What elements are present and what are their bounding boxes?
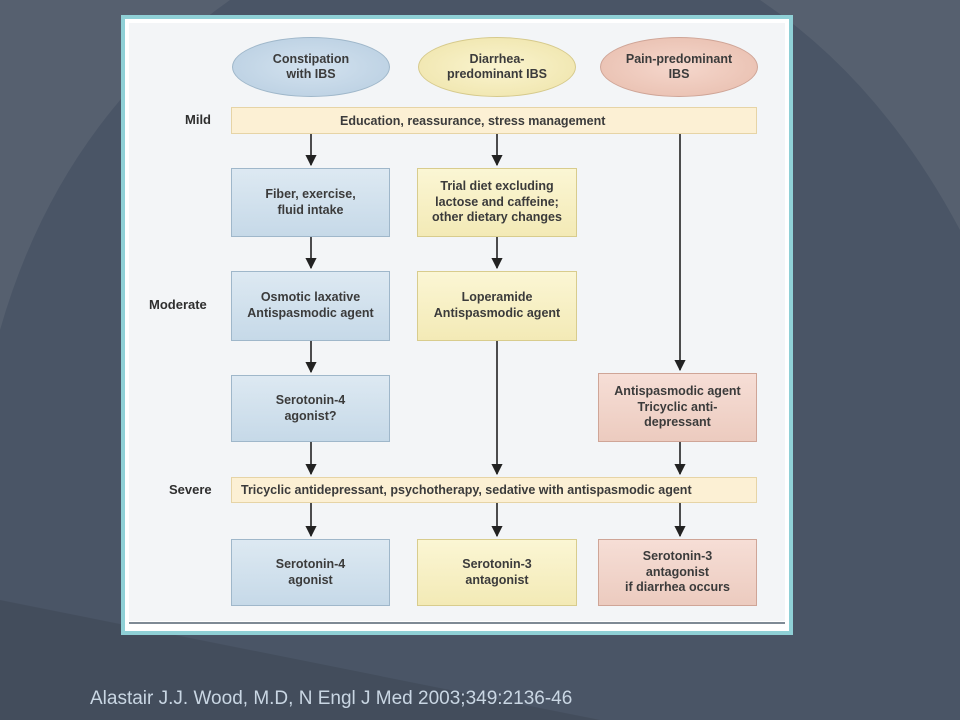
- box-antispas-line2: Tricyclic anti-: [637, 399, 718, 414]
- column-constipation-line2: with IBS: [286, 67, 336, 81]
- column-pain-line2: IBS: [668, 67, 690, 81]
- column-constipation-line1: Constipation: [272, 52, 350, 66]
- band-mild-text: Education, reassurance, stress managemen…: [340, 113, 606, 128]
- column-diarrhea-line2: predominant IBS: [446, 67, 547, 81]
- box-serotonin3if-line1: Serotonin-3: [642, 549, 713, 564]
- box-antispas-line3: depressant: [644, 415, 711, 430]
- box-serotonin3if-line2: antagonist: [645, 564, 710, 579]
- box-fiber-line2: fluid intake: [277, 202, 344, 217]
- column-pain-line1: Pain-predominant: [625, 52, 733, 66]
- box-trial-diet-line3: other dietary changes: [432, 210, 562, 225]
- box-serotonin4-agonist: Serotonin-4 agonist: [231, 539, 390, 606]
- box-serotonin3if-line3: if diarrhea occurs: [625, 580, 730, 595]
- box-serotonin3-line2: antagonist: [465, 572, 529, 587]
- box-fiber-exercise: Fiber, exercise, fluid intake: [231, 168, 390, 237]
- box-serotonin4-agonist-q: Serotonin-4 agonist?: [231, 375, 390, 442]
- box-trial-diet: Trial diet excluding lactose and caffein…: [417, 168, 577, 237]
- box-serotonin4q-line1: Serotonin-4: [275, 392, 346, 407]
- box-serotonin4q-line2: agonist?: [284, 408, 337, 423]
- box-osmotic-line1: Osmotic laxative: [260, 290, 361, 305]
- box-antispasmodic-tricyclic: Antispasmodic agent Tricyclic anti- depr…: [598, 373, 757, 442]
- box-osmotic-line2: Antispasmodic agent: [247, 306, 374, 320]
- band-mild: Education, reassurance, stress managemen…: [231, 107, 757, 134]
- box-loperamide-line2: Antispasmodic agent: [433, 306, 561, 320]
- band-severe-text: Tricyclic antidepressant, psychotherapy,…: [241, 483, 692, 497]
- band-severe: Tricyclic antidepressant, psychotherapy,…: [231, 477, 757, 503]
- box-fiber-line1: Fiber, exercise,: [265, 186, 356, 201]
- column-pain: Pain-predominant IBS: [600, 37, 758, 97]
- box-osmotic-laxative: Osmotic laxative Antispasmodic agent: [231, 271, 390, 341]
- panel-divider: [129, 622, 785, 624]
- column-diarrhea: Diarrhea- predominant IBS: [418, 37, 576, 97]
- box-trial-diet-line2: lactose and caffeine;: [435, 194, 559, 209]
- box-serotonin4-line1: Serotonin-4: [275, 556, 346, 571]
- column-constipation: Constipation with IBS: [232, 37, 390, 97]
- citation-text: Alastair J.J. Wood, M.D, N Engl J Med 20…: [90, 688, 573, 709]
- box-serotonin4-line2: agonist: [288, 572, 333, 587]
- box-loperamide: Loperamide Antispasmodic agent: [417, 271, 577, 341]
- box-trial-diet-line1: Trial diet excluding: [440, 179, 554, 194]
- level-severe: Severe: [169, 482, 212, 497]
- box-serotonin3-antagonist: Serotonin-3 antagonist: [417, 539, 577, 606]
- level-moderate: Moderate: [149, 297, 207, 312]
- box-loperamide-line1: Loperamide: [461, 290, 533, 305]
- box-antispas-line1: Antispasmodic agent: [614, 384, 741, 399]
- level-mild: Mild: [185, 112, 211, 127]
- box-serotonin3-line1: Serotonin-3: [462, 556, 532, 571]
- box-serotonin3-if-diarrhea: Serotonin-3 antagonist if diarrhea occur…: [598, 539, 757, 606]
- column-diarrhea-line1: Diarrhea-: [469, 52, 525, 66]
